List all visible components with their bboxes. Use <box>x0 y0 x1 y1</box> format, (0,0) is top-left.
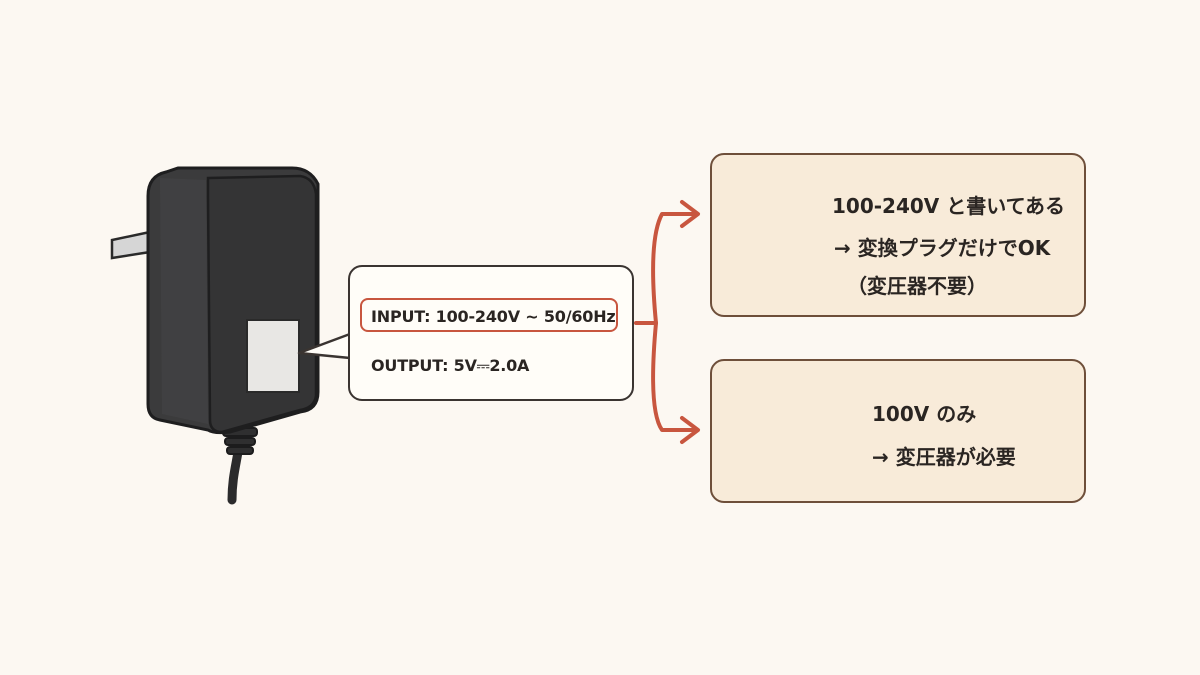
input-spec-text: INPUT: 100-240V ~ 50/60Hz <box>371 307 616 326</box>
adapter-label-sticker <box>246 319 300 393</box>
adapter-label-callout: INPUT: 100-240V ~ 50/60Hz OUTPUT: 5V⎓2.0… <box>348 265 634 401</box>
input-highlight-box <box>360 298 618 332</box>
option-card-dual-voltage: 100-240V と書いてある → 変換プラグだけでOK （変圧器不要） <box>710 153 1086 317</box>
option-title: 100V のみ <box>872 402 977 426</box>
option-note: （変圧器不要） <box>847 274 987 298</box>
ac-adapter-body <box>146 166 320 435</box>
option-card-100v-only: 100V のみ → 変圧器が必要 <box>710 359 1086 503</box>
branch-arrows <box>634 200 700 444</box>
option-title: 100-240V と書いてある <box>832 194 1066 218</box>
output-spec-text: OUTPUT: 5V⎓2.0A <box>371 356 530 375</box>
option-result: → 変換プラグだけでOK <box>834 236 1051 260</box>
option-result: → 変圧器が必要 <box>872 445 1016 469</box>
